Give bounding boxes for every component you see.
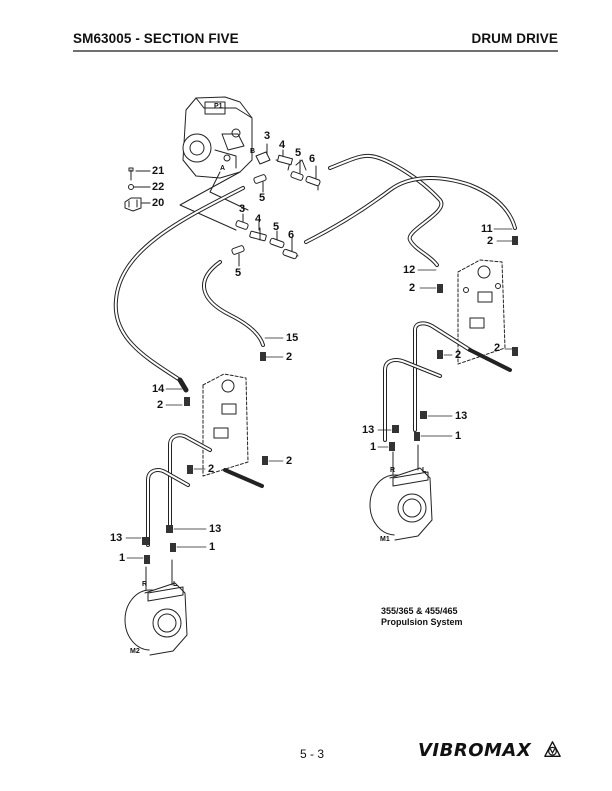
callout-5-lower-a: 5: [273, 221, 280, 233]
callout-13-right-a: 13: [455, 410, 468, 422]
document-chapter-title: DRUM DRIVE: [471, 31, 558, 46]
callout-22: 22: [152, 181, 165, 193]
hose-14: [113, 186, 245, 393]
callout-13-left-a: 13: [209, 523, 222, 535]
left-lower-tubes: [146, 433, 264, 547]
callout-3-upper: 3: [264, 130, 271, 142]
label-pump-p1: P1: [214, 103, 223, 110]
diagram-caption: 355/365 & 455/465 Propulsion System: [381, 606, 463, 628]
lower-fitting-set: [231, 213, 299, 267]
callout-5-upper-b: 5: [259, 192, 266, 204]
callout-3-lower: 3: [239, 203, 246, 215]
page-number: 5 - 3: [300, 747, 325, 761]
label-m2-port-r: R: [142, 581, 148, 588]
callout-2-right-top: 2: [487, 235, 494, 247]
header-divider: [73, 50, 558, 52]
upper-fitting-set: [253, 143, 321, 193]
callout-15: 15: [286, 332, 299, 344]
label-m2-port-l: L: [173, 581, 178, 588]
motor-m1: [369, 444, 433, 541]
callout-5-upper-a: 5: [295, 147, 302, 159]
callout-20: 20: [152, 197, 165, 209]
vibromax-v-logo-icon: [544, 741, 561, 757]
right-lower-tubes: [383, 321, 512, 442]
label-motor-m2: M2: [130, 648, 140, 655]
tube-12: [328, 153, 444, 267]
right-manifold-block: [457, 259, 506, 365]
callout-1-left-b: 1: [119, 552, 126, 564]
label-motor-m1: M1: [380, 536, 390, 543]
hose-15: [202, 260, 265, 347]
callout-2-right-block-left: 2: [455, 349, 462, 361]
callout-11: 11: [481, 223, 493, 235]
callout-2-left-block-right: 2: [286, 455, 293, 467]
callout-21: 21: [152, 165, 165, 177]
bolt-clamp-parts: [124, 167, 151, 212]
callout-6-lower: 6: [288, 229, 295, 241]
callout-4-lower: 4: [255, 213, 262, 225]
tube-11: [304, 176, 517, 244]
callout-1-left-a: 1: [209, 541, 216, 553]
port-leader-lines: [179, 171, 249, 231]
callout-1-right-b: 1: [370, 441, 377, 453]
callout-5-lower-b: 5: [235, 267, 242, 279]
callout-12: 12: [403, 264, 416, 276]
pump-p1: [182, 96, 253, 179]
motor-m2: [124, 559, 188, 656]
label-port-a: A: [220, 165, 226, 172]
callout-leaders: [125, 228, 513, 559]
caption-system: Propulsion System: [381, 617, 463, 627]
callout-4-upper: 4: [279, 139, 286, 151]
fitting-glyphs: [142, 236, 518, 564]
callout-14: 14: [152, 383, 165, 395]
callout-13-right-b: 13: [362, 424, 375, 436]
label-m1-port-l: L: [422, 467, 427, 474]
callout-2-right-mid: 2: [409, 282, 416, 294]
callout-1-right-a: 1: [455, 430, 462, 442]
callout-2-left-14: 2: [157, 399, 164, 411]
brand-logo-text: VIBROMAX: [418, 740, 532, 761]
callout-2-left-block-left: 2: [208, 463, 215, 475]
left-manifold-block: [202, 373, 249, 477]
label-port-b: B: [250, 148, 256, 155]
document-section-title: SM63005 - SECTION FIVE: [73, 31, 239, 46]
callout-13-left-b: 13: [110, 532, 123, 544]
callout-6-upper: 6: [309, 153, 316, 165]
callout-2-left-15: 2: [286, 351, 293, 363]
callout-2-right-block-right: 2: [494, 342, 501, 354]
label-m1-port-r: R: [390, 467, 396, 474]
caption-models: 355/365 & 455/465: [381, 606, 458, 616]
